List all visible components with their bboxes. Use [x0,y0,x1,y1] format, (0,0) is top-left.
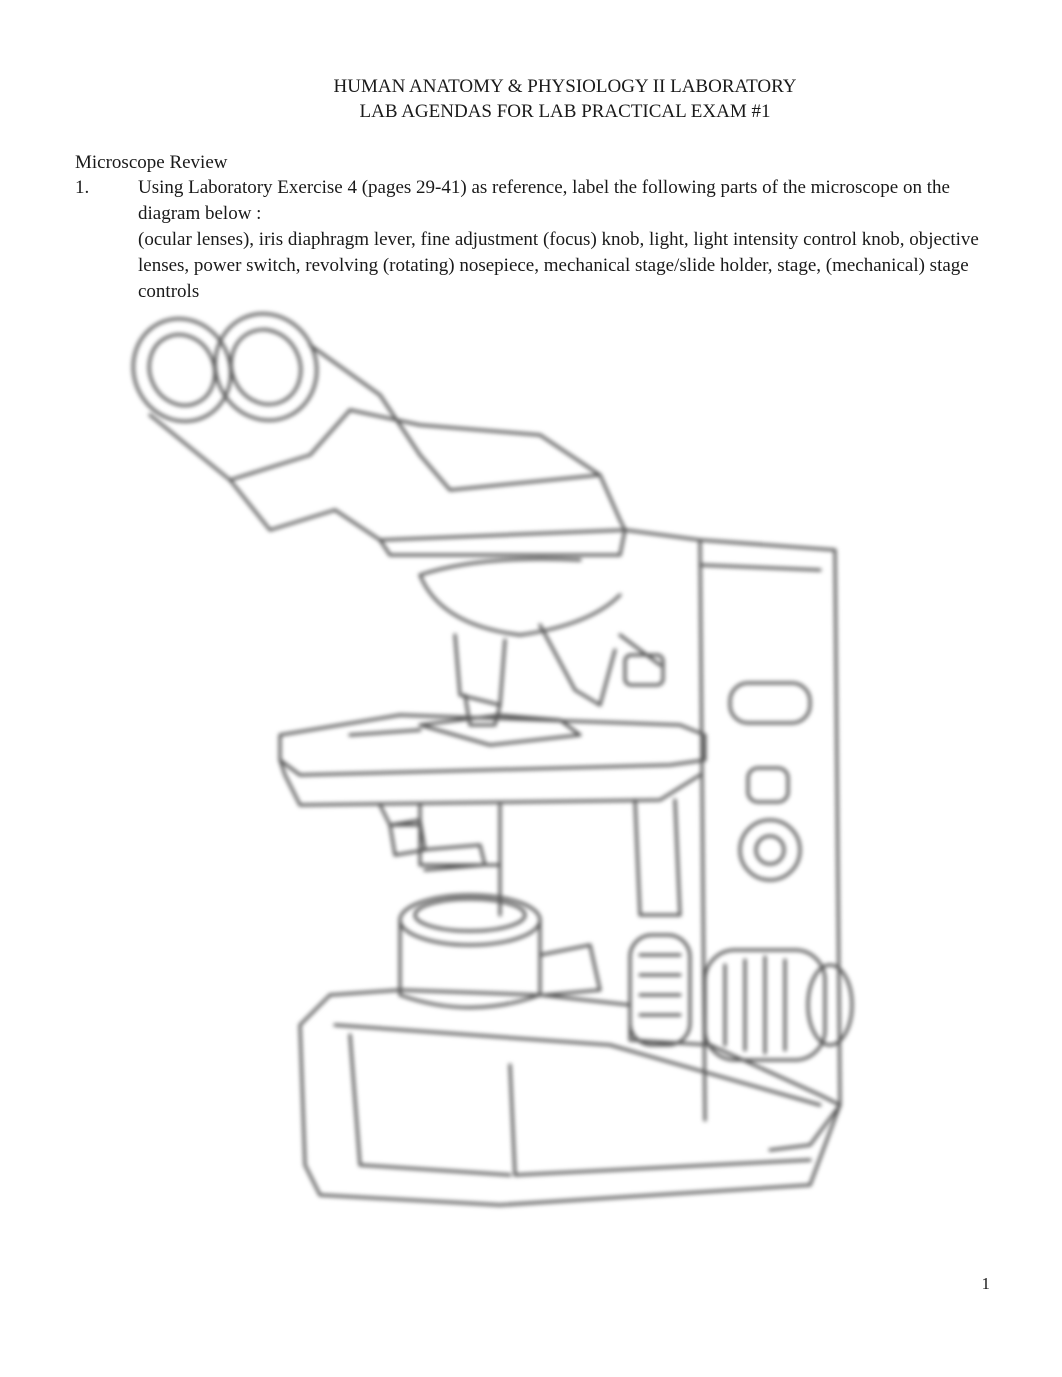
condenser-icon [398,893,602,1009]
title-line-2: LAB AGENDAS FOR LAB PRACTICAL EXAM #1 [359,101,771,122]
page-number: 1 [981,1274,991,1293]
title-line-1: HUMAN ANATOMY & PHYSIOLOGY II LABORATORY [333,76,797,97]
microscope-base-icon [298,988,842,1207]
fine-adjustment-knob-icon [628,798,854,1062]
question-number: 1. [75,177,90,198]
document-title: HUMAN ANATOMY & PHYSIOLOGY II LABORATORY… [0,74,1062,124]
stage-controls-icon [388,818,487,872]
question-item: 1. Using Laboratory Exercise 4 (pages 29… [75,175,985,305]
question-body: Using Laboratory Exercise 4 (pages 29-41… [138,175,985,305]
section-heading: Microscope Review [75,152,228,173]
revolving-nosepiece-icon [418,557,665,727]
ocular-lenses-icon [131,312,422,532]
question-instruction: Using Laboratory Exercise 4 (pages 29-41… [138,177,950,224]
stage-icon [278,713,707,917]
microscope-head-icon [333,408,627,557]
microscope-diagram-icon [120,305,880,1235]
parts-list: (ocular lenses), iris diaphragm lever, f… [138,229,979,302]
